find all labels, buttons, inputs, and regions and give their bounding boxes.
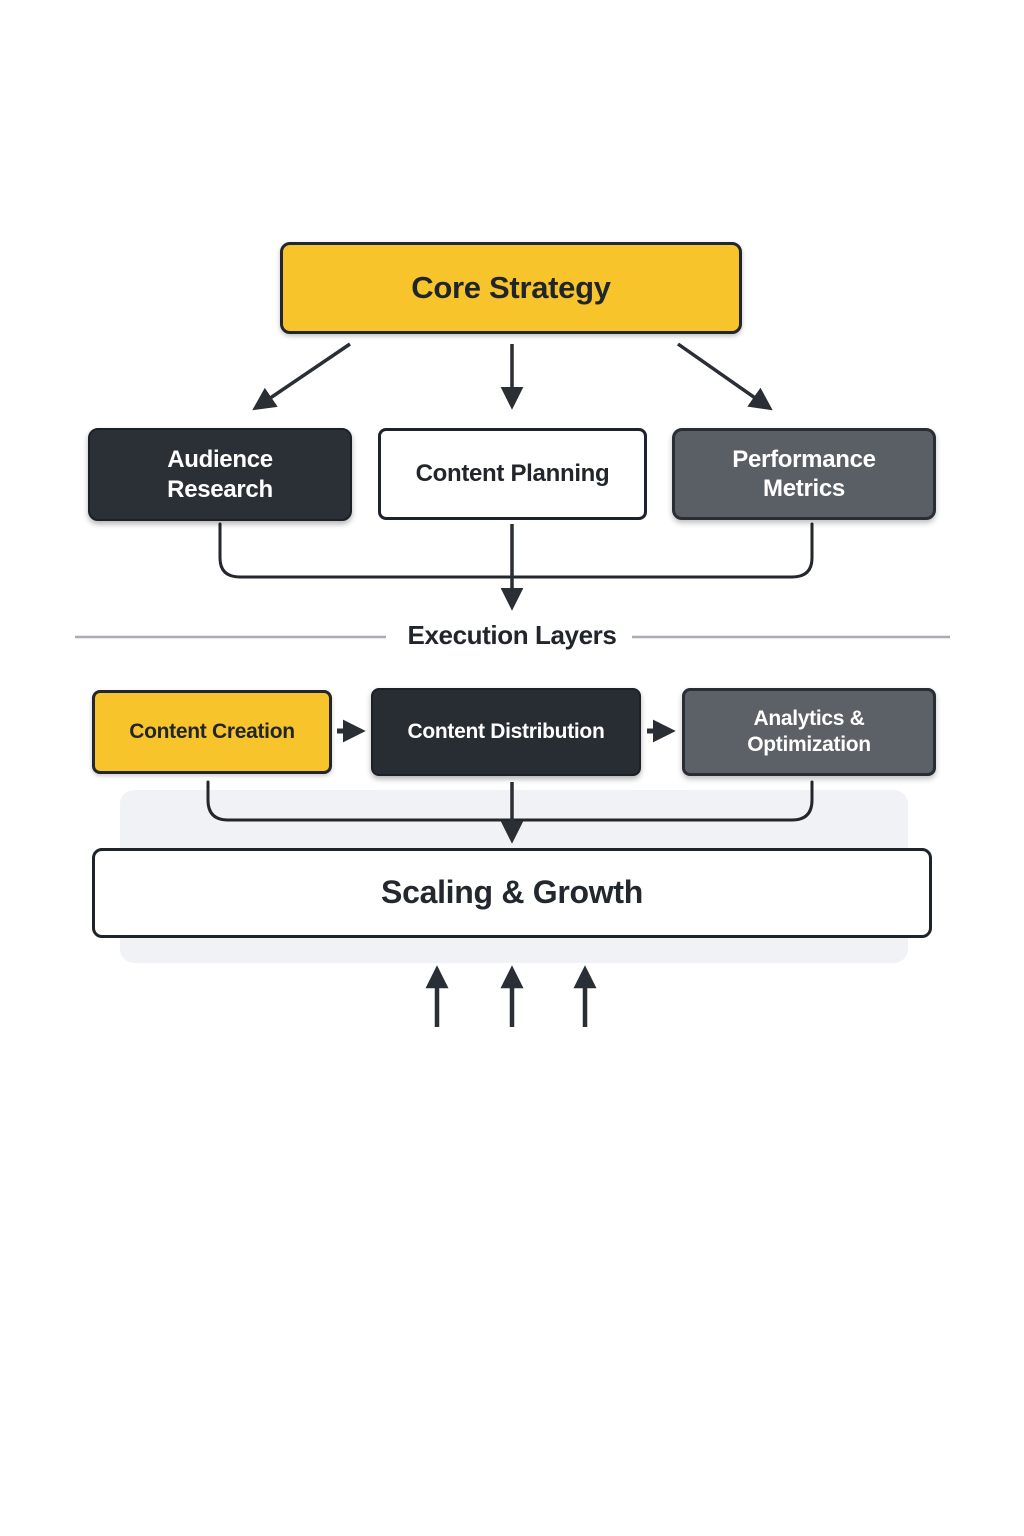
content-creation-node: Content Creation — [92, 690, 332, 774]
performance-metrics-label: Performance Metrics — [732, 445, 876, 502]
analytics-optimization-label: Analytics & Optimization — [747, 707, 871, 756]
content-planning-node: Content Planning — [378, 428, 647, 520]
section-heading-label: Execution Layers — [407, 620, 617, 650]
scaling-growth-node: Scaling & Growth — [92, 848, 932, 938]
arrow-core-to-audience — [252, 342, 351, 411]
bracket-row3 — [206, 780, 814, 822]
performance-metrics-node: Performance Metrics — [672, 428, 936, 520]
analytics-optimization-node: Analytics & Optimization — [682, 688, 936, 776]
content-planning-label: Content Planning — [415, 460, 610, 488]
arrow-core-to-metrics — [676, 342, 773, 411]
section-heading: Execution Layers — [0, 620, 1024, 651]
scaling-growth-label: Scaling & Growth — [381, 874, 643, 911]
bracket-row2 — [218, 522, 814, 579]
core-strategy-label: Core Strategy — [411, 270, 611, 306]
content-distribution-label: Content Distribution — [407, 720, 605, 744]
content-creation-label: Content Creation — [129, 720, 295, 744]
content-distribution-node: Content Distribution — [371, 688, 641, 776]
audience-research-label: Audience Research — [167, 446, 273, 503]
audience-research-node: Audience Research — [88, 428, 352, 521]
core-strategy-node: Core Strategy — [280, 242, 742, 334]
